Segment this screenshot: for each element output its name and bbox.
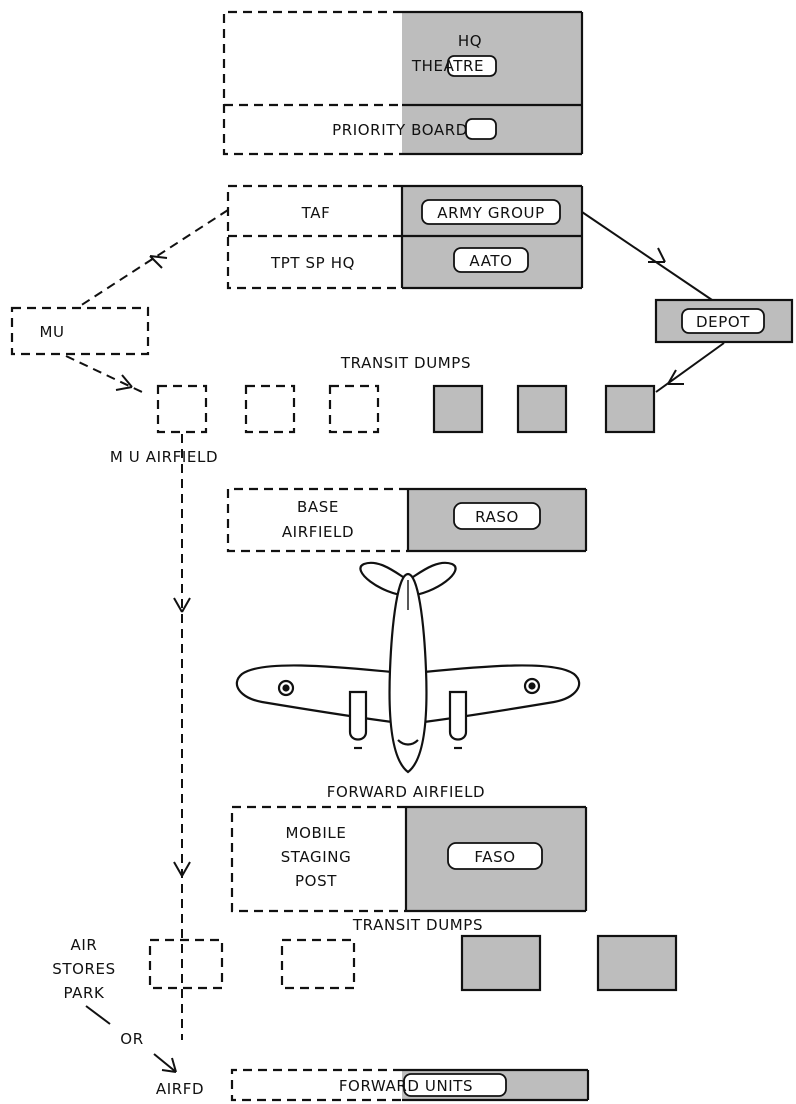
or-line-upper [86,1006,110,1024]
transit-dumps-lower-label: TRANSIT DUMPS [352,916,483,934]
transit-dumps-upper-label: TRANSIT DUMPS [340,354,471,372]
arrow-mu-to-dump [66,356,142,392]
airfield-label: AIRFIELD [282,523,354,541]
priority-board-label: PRIORITY BOARD [332,121,468,139]
transit-dumps-lower [150,936,676,990]
mu-box: MU [12,308,148,354]
or-arrow [154,1054,176,1072]
post-label: POST [295,872,337,890]
air-label: AIR [71,936,98,954]
staging-label: STAGING [281,848,352,866]
lower-dump-dashed-1 [150,940,222,988]
stores-label: STORES [52,960,116,978]
dump-solid-2 [518,386,566,432]
dashed-route-down [174,434,190,1040]
mu-airfield-label: M U AIRFIELD [110,448,218,466]
aircraft-icon [237,563,579,772]
base-airfield-block: BASE AIRFIELD RASO [228,489,586,551]
tpt-sp-hq-label: TPT SP HQ [270,254,355,272]
mu-label: MU [39,323,64,341]
mobile-label: MOBILE [286,824,347,842]
army-group-label: ARMY GROUP [437,204,544,222]
staging-post-block: MOBILE STAGING POST FASO [232,807,586,911]
park-label: PARK [63,984,105,1002]
theatre-label-text: THEATRE [411,57,484,75]
or-label: OR [120,1030,143,1048]
arrow-army-group-to-depot [582,212,718,304]
forward-units-block: FORWARD UNITS [232,1070,588,1100]
airfd-label: AIRFD [156,1080,204,1098]
dump-dashed-2 [246,386,294,432]
dump-solid-1 [434,386,482,432]
aato-label: AATO [469,252,512,270]
base-label: BASE [297,498,339,516]
raso-label: RASO [475,508,519,526]
arrow-depot-to-dump [656,343,724,392]
faso-label: FASO [474,848,515,866]
depot-box: DEPOT [656,300,792,342]
taf-label: TAF [301,204,331,222]
lower-dump-solid-2 [598,936,676,990]
command-block: TAF TPT SP HQ ARMY GROUP AATO [228,186,582,288]
arrow-taf-to-mu [80,210,228,306]
lower-dump-solid-1 [462,936,540,990]
forward-units-label: FORWARD UNITS [339,1077,473,1095]
depot-label: DEPOT [696,313,750,331]
dump-solid-3 [606,386,654,432]
dump-dashed-1 [158,386,206,432]
forward-airfield-label: FORWARD AIRFIELD [327,783,485,801]
transit-dumps-upper [158,386,654,432]
hq-theatre-block: HQ THEATRE PRIORITY BOARD [224,12,582,154]
dump-dashed-3 [330,386,378,432]
hq-label: HQ [458,32,482,50]
lower-dump-dashed-2 [282,940,354,988]
